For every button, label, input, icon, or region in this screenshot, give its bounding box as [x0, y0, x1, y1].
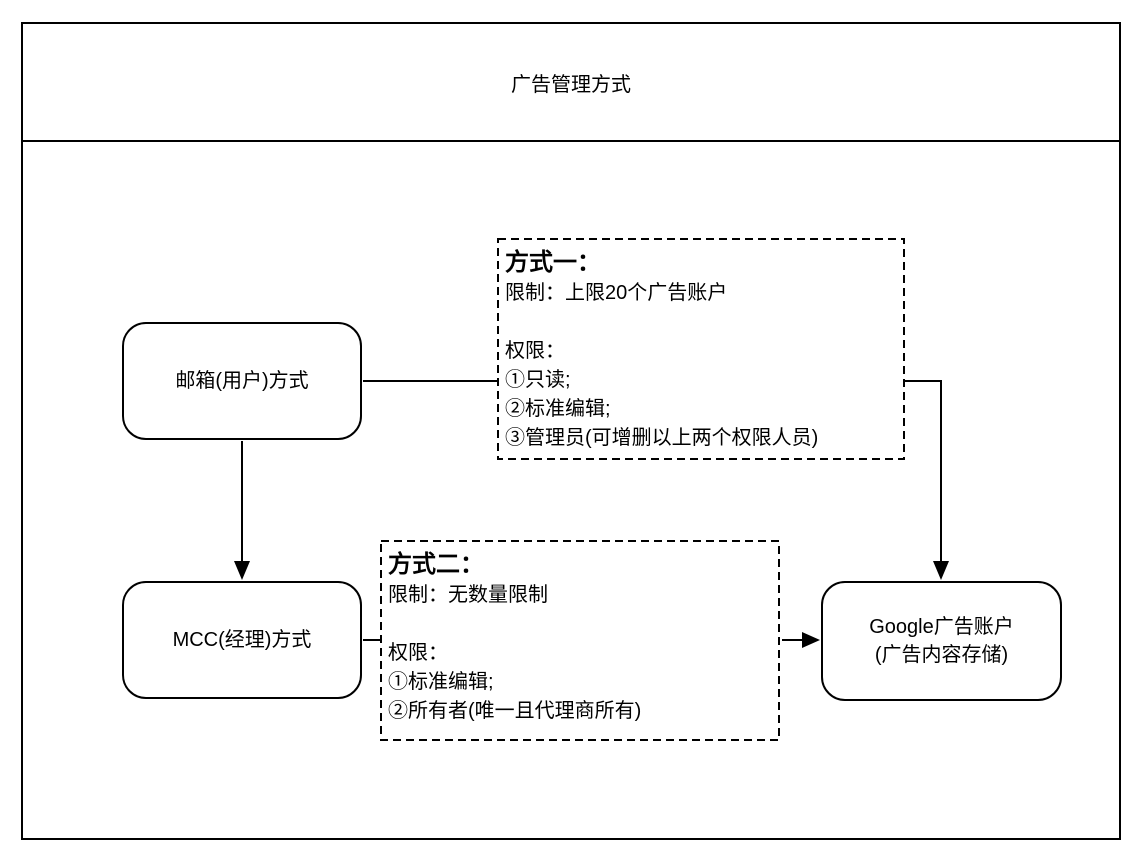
note-method1-line: ③管理员(可增删以上两个权限人员)	[505, 427, 819, 449]
note-method2-line: ①标准编辑;	[388, 671, 494, 693]
note-method1: 方式一： 限制：上限20个广告账户 权限： ①只读; ②标准编辑; ③管理员(可…	[497, 238, 905, 460]
note-border-method1	[497, 238, 905, 460]
note-method1-line: 权限：	[505, 340, 565, 362]
node-mcc-label: MCC(经理)方式	[172, 629, 312, 651]
note-method2-line	[388, 610, 774, 639]
node-google-label-line2: (广告内容存储)	[874, 644, 1009, 666]
note-method2-line: ②所有者(唯一且代理商所有)	[388, 700, 642, 722]
note-method1-line: ①只读;	[505, 369, 571, 391]
note-method2-header: 方式二：	[388, 551, 484, 578]
diagram-title: 广告管理方式	[511, 73, 631, 96]
node-google-label-line1: Google广告账户	[869, 616, 1014, 638]
note-method1-header: 方式一：	[505, 249, 601, 276]
connector-method1-google	[905, 380, 942, 562]
node-mcc-method: MCC(经理)方式	[122, 581, 362, 699]
title-band: 广告管理方式	[23, 24, 1119, 142]
outer-frame: 广告管理方式	[21, 22, 1121, 840]
arrowhead-email-mcc	[234, 561, 250, 580]
arrowhead-method1-google	[933, 561, 949, 580]
note-method1-line: ②标准编辑;	[505, 398, 611, 420]
note-method2: 方式二： 限制：无数量限制 权限： ①标准编辑; ②所有者(唯一且代理商所有)	[380, 540, 780, 741]
note-border-method2	[380, 540, 780, 741]
note-method1-line: 限制：上限20个广告账户	[505, 282, 728, 304]
node-google-ads-account: Google广告账户 (广告内容存储)	[821, 581, 1062, 701]
note-method2-line: 权限：	[388, 642, 448, 664]
node-email-label: 邮箱(用户)方式	[175, 370, 309, 392]
arrowhead-method2-google	[802, 632, 820, 648]
note-method1-line	[505, 308, 899, 337]
node-email-method: 邮箱(用户)方式	[122, 322, 362, 440]
note-method2-line: 限制：无数量限制	[388, 584, 548, 606]
